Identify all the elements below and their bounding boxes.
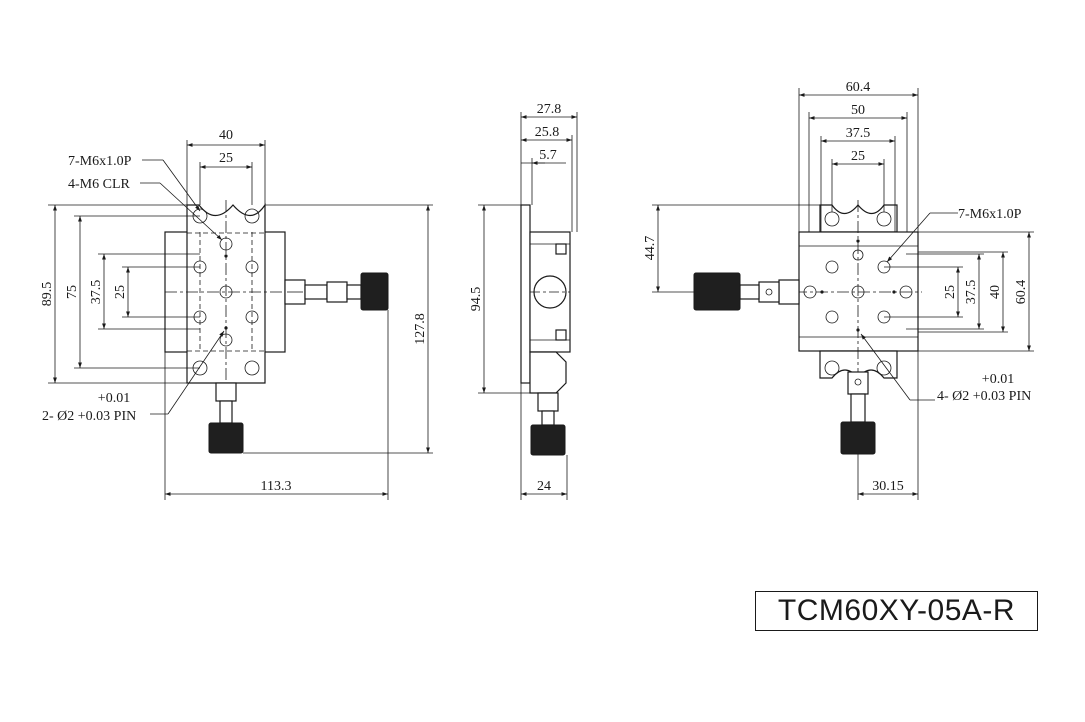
dim-width-113-3: 113.3 [261, 479, 292, 494]
dim-side-25-8: 25.8 [535, 125, 560, 140]
dim-width-40: 40 [219, 128, 233, 143]
dim-top-44-7: 44.7 [643, 236, 658, 261]
knurled-knob-icon [208, 422, 244, 454]
dim-side-94-5: 94.5 [469, 287, 484, 312]
knurled-knob-icon [360, 272, 389, 311]
top-bottom-micrometer [840, 371, 876, 455]
dim-side-27-8: 27.8 [537, 102, 562, 117]
knurled-knob-icon [693, 272, 741, 311]
dim-top-h40: 40 [988, 285, 1003, 299]
top-upper-tab [819, 204, 898, 233]
model-number: TCM60XY-05A-R [777, 594, 1016, 627]
front-bottom-micrometer [208, 382, 244, 454]
dim-height-127-8: 127.8 [413, 313, 428, 345]
side-view: 27.8 25.8 5.7 94.5 24 [469, 102, 578, 500]
dim-width-25: 25 [219, 151, 233, 166]
callout-top-tap-holes: 7-M6x1.0P [958, 207, 1022, 222]
dim-height-89-5: 89.5 [40, 282, 55, 307]
side-carriage-plate [520, 204, 531, 384]
callout-top-pins: 4- Ø2 +0.03 PIN [937, 389, 1031, 404]
dim-side-5-7: 5.7 [539, 148, 557, 163]
top-holes [803, 211, 913, 376]
front-right-micrometer [284, 272, 389, 311]
front-view: 40 25 89.5 75 37.5 25 127.8 113. [40, 128, 433, 500]
front-holes [192, 208, 260, 376]
dim-height-75: 75 [65, 285, 80, 299]
callout-pins: 2- Ø2 +0.03 PIN [42, 409, 136, 424]
dim-height-37-5: 37.5 [89, 280, 104, 305]
top-left-micrometer [693, 272, 800, 311]
dim-height-25: 25 [113, 285, 128, 299]
callout-tap-holes: 7-M6x1.0P [68, 154, 132, 169]
dim-top-60-4: 60.4 [846, 80, 871, 95]
callout-pin-tolerance: +0.01 [98, 391, 130, 406]
dim-top-h60-4: 60.4 [1014, 280, 1029, 305]
model-number-box: TCM60XY-05A-R [755, 591, 1038, 631]
knurled-knob-icon [530, 424, 566, 456]
dim-top-30-15: 30.15 [872, 479, 904, 494]
top-view: 60.4 50 37.5 25 44.7 25 37.5 40 [643, 80, 1034, 500]
callout-clear-holes: 4-M6 CLR [68, 177, 131, 192]
dim-top-h25: 25 [943, 285, 958, 299]
dim-top-25: 25 [851, 149, 865, 164]
callout-top-pin-tolerance: +0.01 [982, 372, 1014, 387]
dim-top-50: 50 [851, 103, 865, 118]
dim-top-37-5: 37.5 [846, 126, 871, 141]
knurled-knob-icon [840, 421, 876, 455]
dim-side-24: 24 [537, 479, 551, 494]
dim-top-h37-5: 37.5 [964, 280, 979, 305]
